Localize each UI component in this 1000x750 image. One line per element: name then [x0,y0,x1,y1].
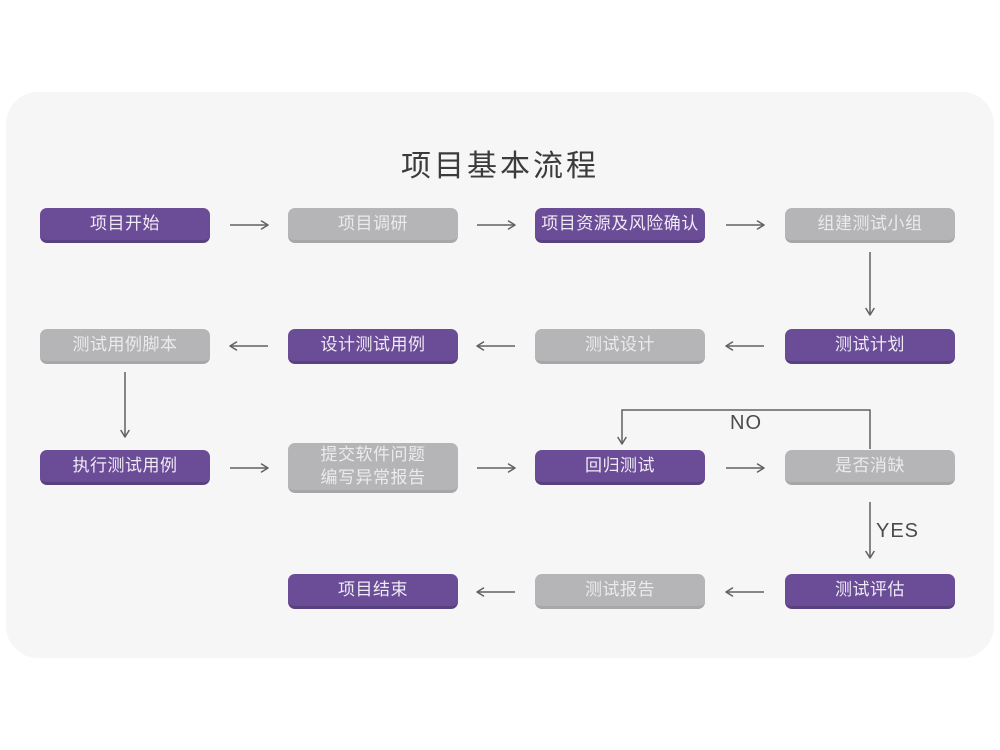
flow-node-design-test-cases: 设计测试用例 [288,329,458,364]
node-label: 回归测试 [585,455,655,475]
node-label: 设计测试用例 [320,334,426,354]
node-label: 项目结束 [338,579,408,599]
decision-label-no: NO [730,412,762,434]
decision-label-yes: YES [876,520,920,542]
node-label: 测试报告 [585,579,655,599]
flow-node-test-plan: 测试计划 [785,329,955,364]
flow-node-submit-issues: 提交软件问题 编写异常报告 [288,443,458,493]
node-label: 测试评估 [835,579,905,599]
flow-node-regression-test: 回归测试 [535,450,705,485]
page-title: 项目基本流程 [401,150,599,183]
flow-node-project-research: 项目调研 [288,208,458,243]
flow-node-test-evaluation: 测试评估 [785,574,955,609]
node-label: 执行测试用例 [72,455,178,475]
node-label: 测试设计 [585,334,655,354]
node-label: 是否消缺 [835,455,905,475]
flow-node-project-start: 项目开始 [40,208,210,243]
flow-node-project-end: 项目结束 [288,574,458,609]
node-label: 项目开始 [90,213,160,233]
node-label: 组建测试小组 [817,213,923,233]
node-label-line2: 编写异常报告 [320,467,426,487]
node-label: 测试计划 [835,334,905,354]
node-label-line1: 提交软件问题 [320,445,426,465]
flow-node-build-test-team: 组建测试小组 [785,208,955,243]
flow-node-test-report: 测试报告 [535,574,705,609]
flow-node-test-case-script: 测试用例脚本 [40,329,210,364]
node-label: 测试用例脚本 [72,334,178,354]
flow-node-test-design: 测试设计 [535,329,705,364]
flowchart-card [6,92,994,658]
flow-node-resources-risk-confirm: 项目资源及风险确认 [535,208,705,243]
flow-node-defect-cleared: 是否消缺 [785,450,955,485]
node-label: 项目调研 [338,213,408,233]
node-label: 项目资源及风险确认 [541,213,699,233]
flow-node-execute-test-cases: 执行测试用例 [40,450,210,485]
